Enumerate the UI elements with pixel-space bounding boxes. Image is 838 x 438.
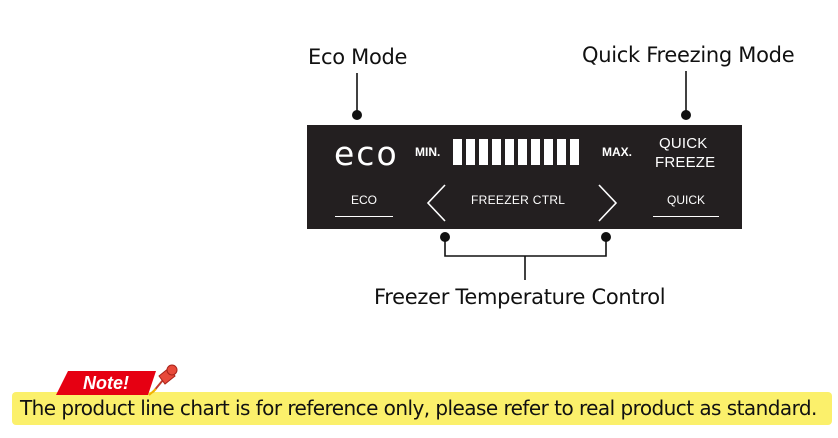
level-segment: [479, 139, 488, 165]
note-tag: Note!: [56, 371, 156, 395]
quick-freezing-mode-callout: Quick Freezing Mode: [582, 43, 795, 67]
min-label: MIN.: [415, 145, 441, 159]
level-segment: [492, 139, 501, 165]
eco-indicator: eco: [334, 134, 399, 173]
freezer-temperature-control-callout: Freezer Temperature Control: [374, 285, 666, 309]
quick-freeze-indicator-line2: FREEZE: [655, 154, 716, 171]
chevron-left-icon[interactable]: [425, 183, 449, 223]
temperature-level-bar: [453, 139, 579, 165]
level-segment: [544, 139, 553, 165]
quick-freeze-indicator-line1: QUICK: [659, 135, 708, 152]
level-segment: [518, 139, 527, 165]
quick-leader-dot: [681, 110, 691, 120]
note-banner: The product line chart is for reference …: [12, 392, 832, 425]
eco-mode-callout: Eco Mode: [308, 45, 408, 69]
pushpin-icon: [148, 364, 178, 396]
max-label: MAX.: [602, 145, 632, 159]
quick-button-underline: [653, 216, 719, 217]
eco-leader-dot: [352, 110, 362, 120]
eco-button[interactable]: ECO: [335, 193, 393, 207]
control-panel: eco MIN. MAX. QUICK FREEZE ECO FREEZER C…: [307, 125, 742, 229]
level-segment: [531, 139, 540, 165]
quick-button[interactable]: QUICK: [653, 193, 719, 207]
freezer-ctrl-label: FREEZER CTRL: [471, 193, 566, 207]
chevron-right-icon[interactable]: [595, 183, 619, 223]
level-segment: [570, 139, 579, 165]
level-segment: [505, 139, 514, 165]
level-segment: [453, 139, 462, 165]
note-text: The product line chart is for reference …: [20, 396, 817, 420]
temperature-bracket-line: [444, 237, 607, 257]
level-segment: [557, 139, 566, 165]
eco-button-underline: [335, 216, 393, 217]
level-segment: [466, 139, 475, 165]
